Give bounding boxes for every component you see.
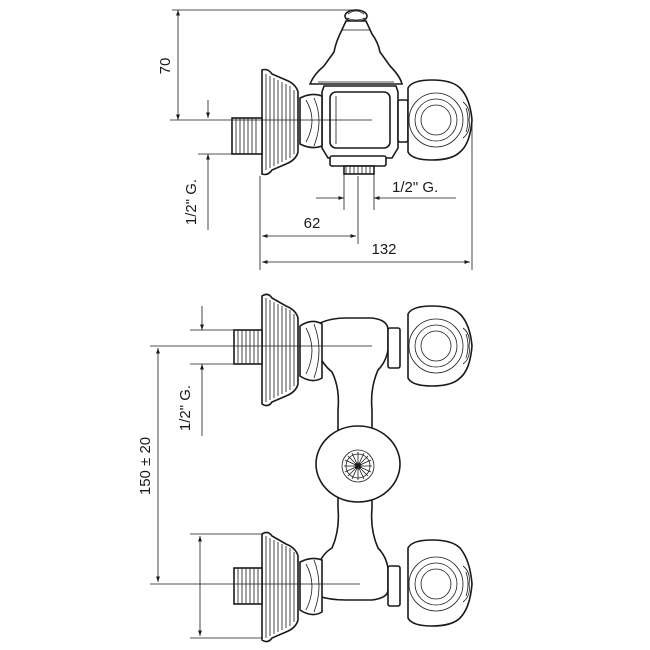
wall-flange-lower: [233, 531, 323, 643]
wall-flange-upper: [233, 293, 323, 407]
mixer-column: [315, 317, 401, 601]
dim-thread-front: 1/2" G.: [177, 306, 234, 436]
top-view: 70 1/2" G. 1/2" G. 62: [157, 9, 473, 270]
dim-thread-left-label: 1/2" G.: [183, 179, 200, 225]
dim-offset-label: 62: [304, 215, 321, 232]
dim-spacing: 150 ± 20: [137, 348, 160, 582]
wall-flange-top: [231, 68, 299, 176]
dim-thread-front-label: 1/2" G.: [177, 385, 194, 431]
handle-wheel-upper: [387, 305, 473, 387]
dim-height-70: 70: [157, 9, 352, 120]
dim-thread-left-top: 1/2" G.: [183, 100, 262, 230]
dim-thread-right-label: 1/2" G.: [392, 179, 438, 196]
front-view: 1/2" G. 150 ± 20: [137, 293, 473, 643]
dim-height-label: 70: [157, 58, 174, 75]
top-finial: [308, 9, 404, 85]
dim-thread-right-top: 1/2" G.: [316, 174, 456, 210]
valve-body: [299, 85, 399, 175]
handle-wheel-top: [397, 79, 473, 161]
handle-wheel-lower: [387, 539, 473, 627]
dim-depth-label: 132: [371, 241, 396, 258]
dim-depth-132: 132: [262, 124, 473, 270]
dim-spacing-label: 150 ± 20: [137, 437, 154, 495]
dim-thread-front-lower: [190, 533, 262, 639]
dim-offset-62: 62: [259, 176, 359, 270]
